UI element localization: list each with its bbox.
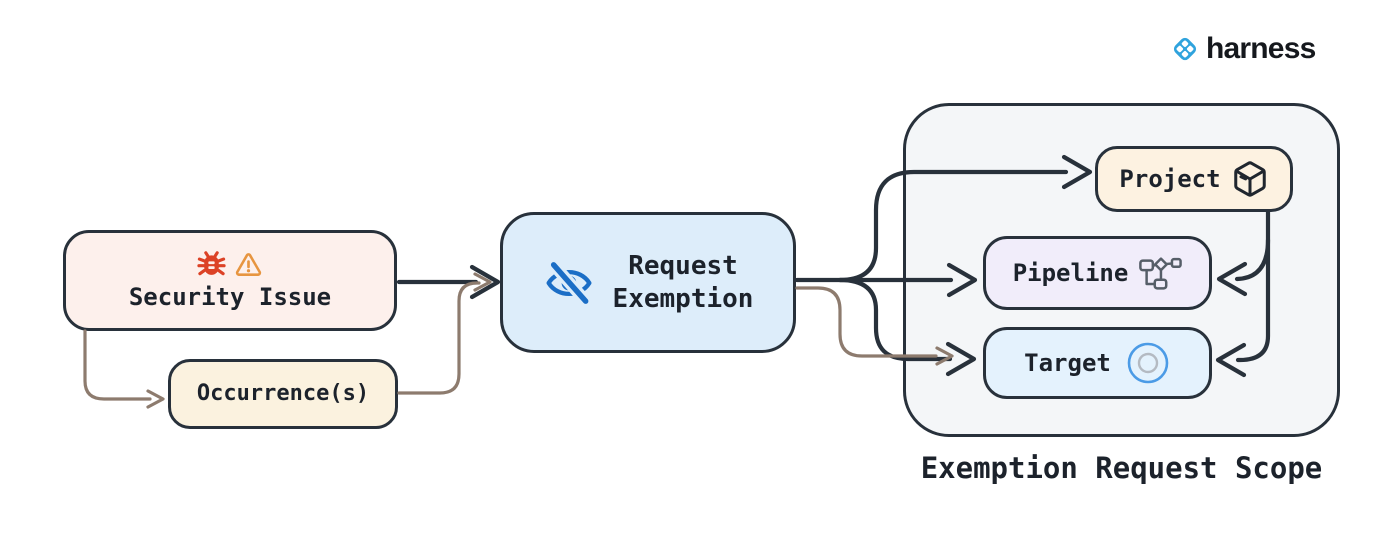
package-cube-icon	[1233, 161, 1266, 197]
node-project: Project	[1095, 146, 1293, 212]
pipeline-graph-icon	[1139, 256, 1183, 290]
occurrence-label: Occurrence(s)	[196, 381, 370, 407]
edge-security-to-occurrence	[83, 329, 165, 409]
harness-logo: harness	[1171, 32, 1316, 66]
node-target: Target	[983, 327, 1212, 399]
eye-off-icon	[546, 258, 592, 307]
target-circles-icon	[1127, 342, 1169, 384]
target-label: Target	[1024, 349, 1111, 377]
node-security-issue: Security Issue	[63, 230, 397, 331]
bug-icon	[197, 250, 226, 275]
warning-icon	[235, 252, 262, 276]
security-issue-label: Security Issue	[128, 282, 332, 311]
scope-caption: Exemption Request Scope	[920, 451, 1323, 485]
edge-occurrence-to-exemption	[397, 272, 492, 395]
node-request-exemption: Request Exemption	[500, 212, 796, 353]
edge-security-to-exemption	[396, 264, 501, 300]
harness-logo-icon	[1173, 37, 1197, 61]
project-label: Project	[1119, 165, 1221, 193]
request-exemption-label: Request Exemption	[612, 251, 754, 314]
node-occurrence: Occurrence(s)	[168, 359, 398, 429]
harness-logo-text: harness	[1206, 32, 1316, 65]
pipeline-label: Pipeline	[1012, 259, 1129, 287]
node-pipeline: Pipeline	[983, 236, 1212, 310]
security-issue-icons	[197, 250, 263, 279]
